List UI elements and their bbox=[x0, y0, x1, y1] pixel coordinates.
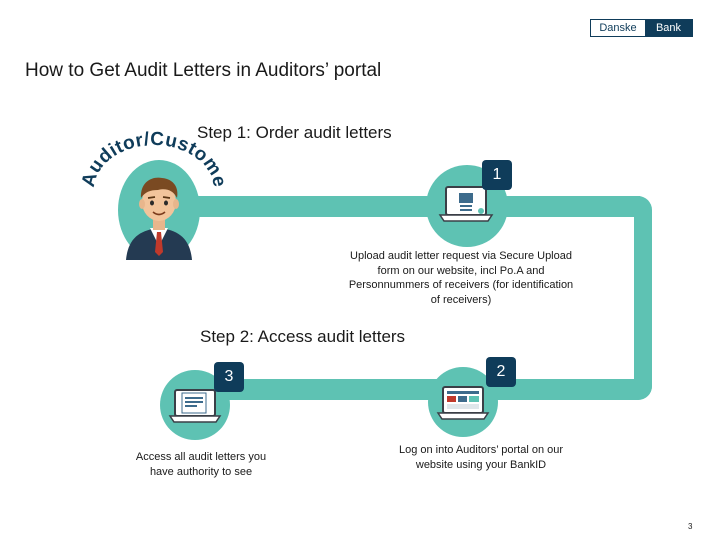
step2-desc-line1: Log on into Auditors’ portal on our bbox=[398, 444, 564, 456]
step1-desc-line1: Upload audit letter request via Secure U… bbox=[350, 250, 572, 262]
laptop-portal-icon bbox=[436, 386, 490, 420]
logo-text-danske: Danske bbox=[591, 20, 645, 36]
step2-badge: 2 bbox=[486, 357, 516, 387]
step2-description: Log on into Auditors’ portal on our webs… bbox=[372, 443, 590, 472]
process-band-bottom bbox=[190, 379, 652, 400]
laptop-letters-icon bbox=[168, 389, 222, 423]
process-band-top bbox=[185, 196, 640, 217]
step1-desc-line2: form on our website, incl Po.A and bbox=[377, 264, 545, 277]
step1-desc-line3: Personnummers of receivers (for identifi… bbox=[348, 279, 574, 291]
step2-heading: Step 2: Access audit letters bbox=[200, 327, 406, 346]
process-band-gap bbox=[626, 217, 634, 379]
avatar bbox=[118, 160, 200, 260]
page-number: 3 bbox=[688, 522, 693, 531]
step3-desc-line2: have authority to see bbox=[149, 465, 253, 478]
step1-heading: Step 1: Order audit letters bbox=[197, 123, 392, 142]
page-title: How to Get Audit Letters in Auditors’ po… bbox=[25, 60, 382, 81]
step1-badge: 1 bbox=[482, 160, 512, 190]
laptop-upload-icon bbox=[438, 186, 494, 222]
step2-desc-line2: website using your BankID bbox=[415, 458, 547, 471]
step3-badge: 3 bbox=[214, 362, 244, 392]
step3-description: Access all audit letters you have author… bbox=[110, 450, 292, 479]
step1-desc-line4: of receivers) bbox=[430, 293, 492, 306]
logo-text-bank: Bank bbox=[645, 20, 692, 36]
danske-bank-logo: Danske Bank bbox=[590, 19, 693, 37]
step3-desc-line1: Access all audit letters you bbox=[135, 451, 267, 463]
person-avatar-icon bbox=[126, 177, 192, 260]
step1-description: Upload audit letter request via Secure U… bbox=[330, 249, 592, 307]
